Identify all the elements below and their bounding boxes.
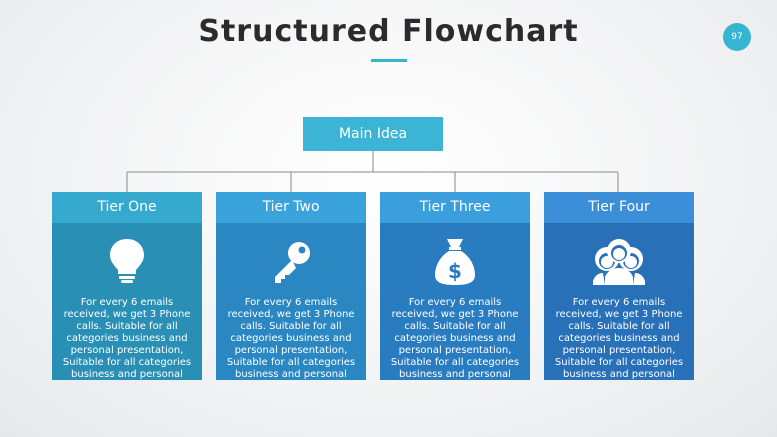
lightbulb-icon [52,237,202,289]
tier-four-body: For every 6 emails received, we get 3 Ph… [544,223,694,380]
svg-text:$: $ [448,259,462,283]
tier-four-header: Tier Four [544,192,694,223]
key-icon [216,237,366,289]
tier-two-header: Tier Two [216,192,366,223]
title-underline [371,59,407,62]
tier-four-description: For every 6 emails received, we get 3 Ph… [554,297,684,380]
people-group-icon [544,237,694,289]
tier-one-description: For every 6 emails received, we get 3 Ph… [62,297,192,380]
tier-three-header: Tier Three [380,192,530,223]
tier-four-card: Tier Four For every 6 emails received, w… [544,192,694,380]
tier-three-card: Tier Three $ For every 6 emails received… [380,192,530,380]
tier-one-body: For every 6 emails received, we get 3 Ph… [52,223,202,380]
page-number-badge: 97 [723,23,751,51]
main-idea-box: Main Idea [303,117,443,151]
money-bag-icon: $ [380,237,530,289]
tier-three-body: $ For every 6 emails received, we get 3 … [380,223,530,380]
tier-two-card: Tier Two For every 6 emails received, we… [216,192,366,380]
tier-one-header: Tier One [52,192,202,223]
tier-two-description: For every 6 emails received, we get 3 Ph… [226,297,356,380]
tier-two-body: For every 6 emails received, we get 3 Ph… [216,223,366,380]
tier-three-description: For every 6 emails received, we get 3 Ph… [390,297,520,380]
page-title: Structured Flowchart [198,14,579,49]
tier-one-card: Tier One For every 6 emails received, we… [52,192,202,380]
